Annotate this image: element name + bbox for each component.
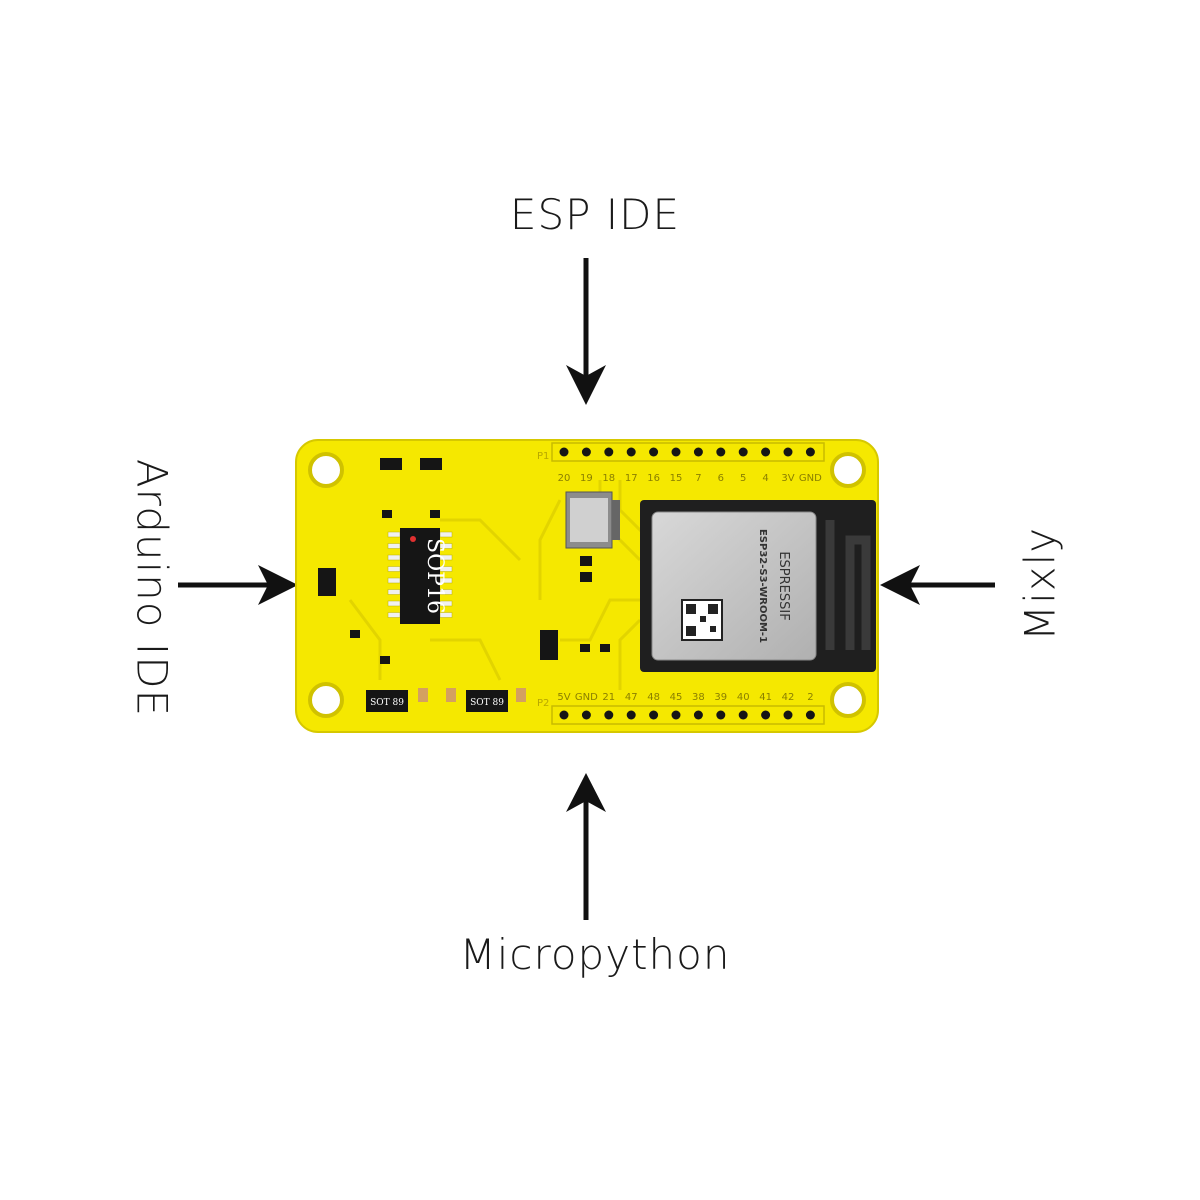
bottom-pin-pad bbox=[671, 710, 681, 720]
bottom-pin-pad bbox=[738, 710, 748, 720]
arrow-bottom bbox=[566, 773, 606, 920]
sop16-pin bbox=[439, 531, 453, 538]
sop16-chip: SOP16 bbox=[387, 528, 453, 624]
top-pin-pad bbox=[649, 447, 659, 457]
antenna-trace bbox=[825, 520, 871, 650]
top-pin-label: GND bbox=[799, 473, 822, 484]
bottom-pin-label: 42 bbox=[782, 692, 795, 703]
sot89-chip-1: SOT 89 bbox=[366, 690, 408, 712]
top-pin-label: 17 bbox=[625, 473, 638, 484]
bottom-pin-label: 5V bbox=[557, 692, 570, 703]
top-pin-pad bbox=[805, 447, 815, 457]
bottom-pin-label: 2 bbox=[807, 692, 813, 703]
bottom-pin-pad bbox=[716, 710, 726, 720]
top-pin-label: 7 bbox=[695, 473, 701, 484]
bottom-pin-label: 45 bbox=[670, 692, 683, 703]
fpc-connector bbox=[565, 491, 620, 549]
bottom-pin-label: 38 bbox=[692, 692, 705, 703]
top-pin-label: 18 bbox=[602, 473, 615, 484]
sop16-pin bbox=[387, 600, 401, 607]
bottom-pin-pad bbox=[581, 710, 591, 720]
mounting-holes bbox=[308, 452, 866, 718]
arrow-right bbox=[880, 565, 995, 605]
bottom-pin-pad bbox=[761, 710, 771, 720]
top-pin-label: 19 bbox=[580, 473, 593, 484]
top-pin-pad bbox=[716, 447, 726, 457]
sop16-pin bbox=[387, 543, 401, 549]
svg-text:SOT 89: SOT 89 bbox=[370, 698, 404, 708]
top-pin-pad bbox=[626, 447, 636, 457]
sot89-chip-2: SOT 89 bbox=[466, 690, 508, 712]
top-pin-pad bbox=[783, 447, 793, 457]
smd-components bbox=[318, 458, 610, 664]
svg-text:P2: P2 bbox=[537, 698, 549, 709]
top-pin-pad bbox=[559, 447, 569, 457]
bottom-pin-label: 39 bbox=[714, 692, 727, 703]
bottom-pin-label: 47 bbox=[625, 692, 638, 703]
bottom-pin-label: 21 bbox=[602, 692, 615, 703]
bottom-pin-label: 40 bbox=[737, 692, 750, 703]
svg-text:ESP32-S3-WROOM-1: ESP32-S3-WROOM-1 bbox=[757, 529, 768, 643]
top-pin-label: 5 bbox=[740, 473, 746, 484]
bottom-pin-pad bbox=[783, 710, 793, 720]
esp-ide-label: ESP IDE bbox=[509, 190, 681, 239]
bottom-pin-pad bbox=[559, 710, 569, 720]
svg-text:SOT 89: SOT 89 bbox=[470, 698, 504, 708]
bottom-pin-pad bbox=[626, 710, 636, 720]
top-pin-label: 20 bbox=[558, 473, 571, 484]
arrow-left bbox=[178, 565, 298, 605]
top-pin-pad bbox=[738, 447, 748, 457]
top-pin-label: 16 bbox=[647, 473, 660, 484]
sop16-pin bbox=[387, 589, 401, 595]
svg-text:ESPRESSIF: ESPRESSIF bbox=[776, 551, 791, 620]
bottom-pin-label: 41 bbox=[759, 692, 772, 703]
sop16-pin bbox=[387, 531, 401, 538]
arrow-top bbox=[566, 258, 606, 405]
sop16-pin bbox=[387, 577, 401, 584]
micropython-label: Micropython bbox=[459, 930, 731, 979]
top-pin-label: 6 bbox=[718, 473, 724, 484]
esp32-module: ESPRESSIF ESP32-S3-WROOM-1 bbox=[640, 500, 876, 672]
top-pin-label: 3V bbox=[781, 473, 794, 484]
sop16-pin bbox=[387, 566, 401, 572]
sop16-pin bbox=[387, 554, 401, 561]
bottom-pin-label: 48 bbox=[647, 692, 660, 703]
bottom-pin-pad bbox=[604, 710, 614, 720]
top-pin-label: 15 bbox=[670, 473, 683, 484]
top-pin-label: 4 bbox=[762, 473, 768, 484]
top-pin-pad bbox=[581, 447, 591, 457]
bottom-pin-pad bbox=[649, 710, 659, 720]
svg-text:P1: P1 bbox=[537, 451, 549, 462]
svg-text:SOP16: SOP16 bbox=[422, 538, 447, 614]
bottom-pin-pad bbox=[693, 710, 703, 720]
top-pin-pad bbox=[604, 447, 614, 457]
top-pin-pad bbox=[671, 447, 681, 457]
resistors bbox=[418, 688, 526, 702]
sop16-pin bbox=[387, 612, 401, 618]
top-pin-pad bbox=[693, 447, 703, 457]
bottom-pin-label: GND bbox=[575, 692, 598, 703]
top-pin-header: P1 20 19 18 17 16 15 7 6 5 4 3V GND bbox=[537, 442, 825, 484]
top-pin-pad bbox=[761, 447, 771, 457]
bottom-pin-pad bbox=[805, 710, 815, 720]
bottom-pin-header: P2 5V GND 21 47 48 45 38 39 40 41 42 2 bbox=[537, 692, 825, 725]
